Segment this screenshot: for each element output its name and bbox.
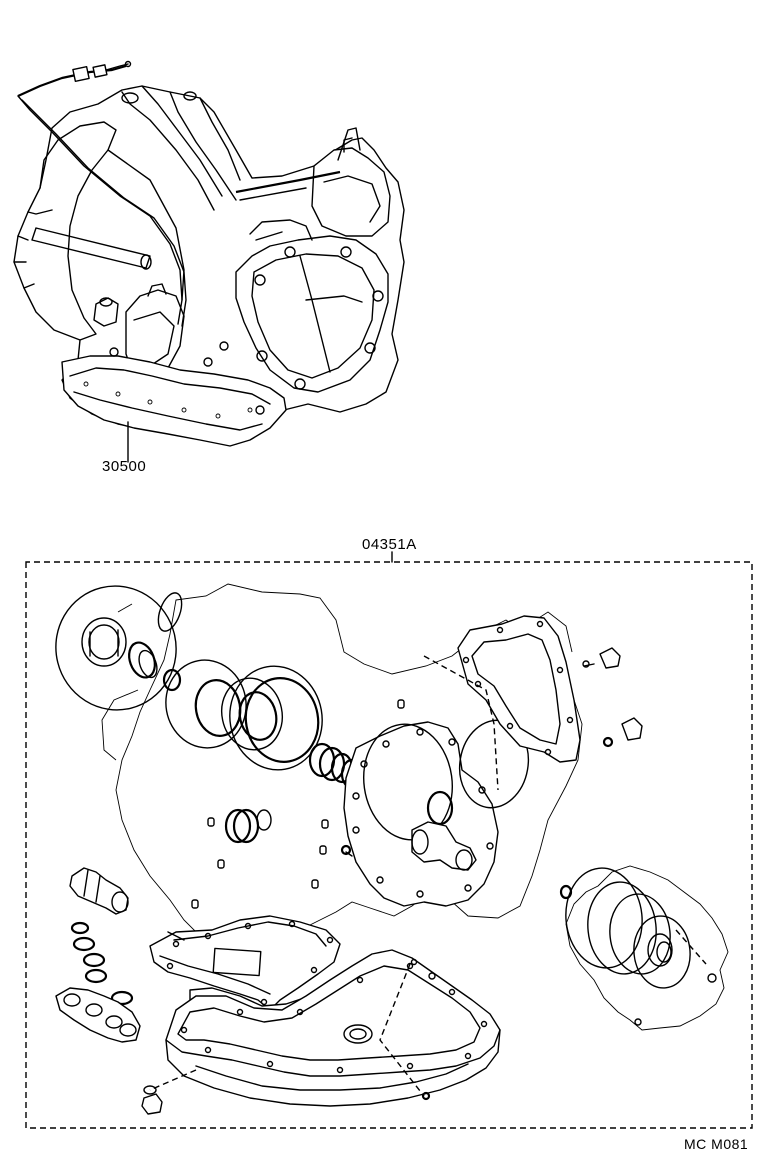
overhaul-kit-frame <box>25 551 753 1129</box>
diagram-code: MC M081 <box>684 1136 749 1152</box>
part-number-04351a: 04351A <box>362 536 417 553</box>
transaxle-assembly <box>13 60 405 463</box>
gasket-kit-parts <box>55 583 729 1115</box>
part-number-30500: 30500 <box>102 458 147 475</box>
